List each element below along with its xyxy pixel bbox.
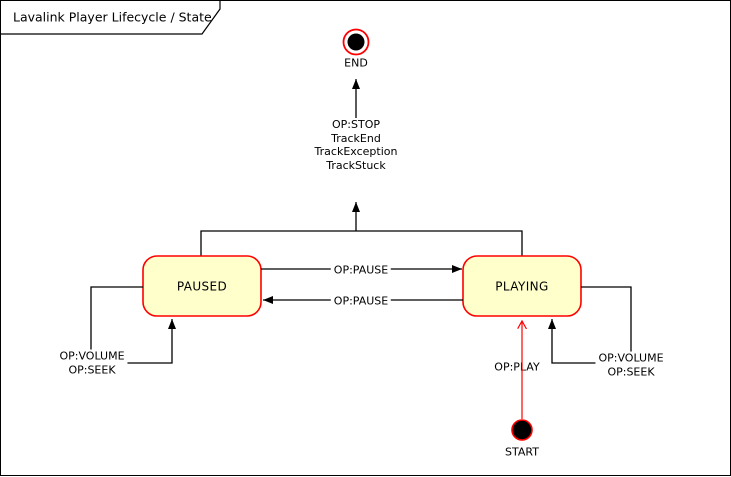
state-paused-box (142, 255, 262, 317)
to-end-event-line: OP:STOP (331, 118, 380, 131)
to-end-event-line: TrackStuck (326, 158, 386, 172)
playing-self-event-line: OP:VOLUME (598, 351, 664, 365)
to-end-event-line: TrackEnd (331, 131, 381, 145)
state-paused-label: PAUSED (176, 279, 228, 294)
end-state-label: END (344, 56, 368, 70)
paused-self-event-line: OP:VOLUME (59, 349, 125, 363)
frame-title-tab (1, 1, 221, 35)
start-to-playing-label: OP:PLAY (494, 360, 540, 374)
diagram-title: Lavalink Player Lifecycle / State (13, 9, 212, 25)
paused-to-playing-label: OP:PAUSE (330, 263, 392, 277)
playing-self-loop-label: OP:VOLUME OP:SEEK (595, 351, 667, 379)
playing-self-event-line: OP:SEEK (607, 365, 655, 378)
state-playing-box (462, 255, 582, 317)
edge-merge-junction (200, 230, 523, 257)
state-playing-label: PLAYING (495, 279, 549, 294)
paused-self-loop-label: OP:VOLUME OP:SEEK (56, 349, 128, 377)
start-state-symbol (511, 419, 533, 441)
start-state-label: START (505, 445, 539, 459)
end-state-symbol (342, 28, 370, 56)
playing-to-paused-label: OP:PAUSE (330, 294, 392, 308)
to-end-transition-label: OP:STOP TrackEnd TrackException TrackStu… (315, 118, 398, 172)
to-end-event-line: TrackException (314, 145, 398, 158)
end-state-dot (347, 33, 365, 51)
paused-self-event-line: OP:SEEK (68, 363, 116, 376)
